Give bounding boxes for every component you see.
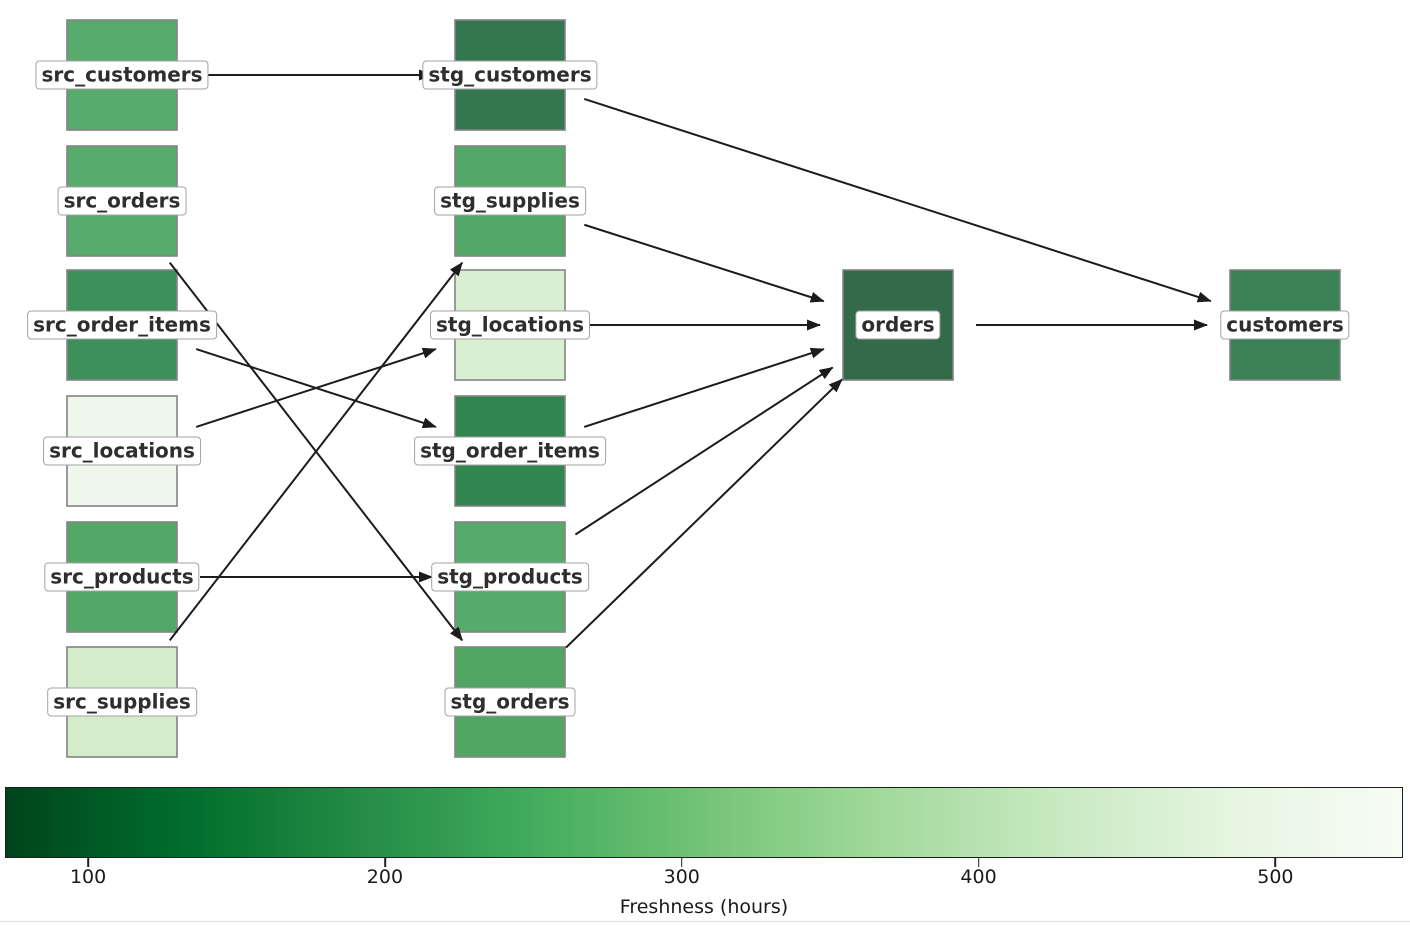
colorbar-tick-mark (680, 858, 683, 867)
colorbar-tick-label: 100 (69, 866, 107, 888)
edge-stg_products-to-orders (574, 366, 834, 536)
freshness-colorbar (5, 787, 1403, 858)
colorbar-tick-label: 200 (366, 866, 404, 888)
edge-stg_orders-to-orders (565, 378, 843, 649)
node-square-stg_order_items (454, 395, 566, 507)
edge-stg_order_items-to-orders (583, 347, 825, 428)
node-square-stg_locations (454, 269, 566, 381)
edge-src_locations-to-stg_locations (195, 347, 437, 428)
node-square-src_locations (66, 395, 178, 507)
edge-src_supplies-to-stg_supplies (168, 261, 464, 641)
node-square-stg_supplies (454, 145, 566, 257)
figure-bottom-rule (0, 921, 1410, 922)
colorbar-tick-mark (1274, 858, 1277, 867)
edge-stg_customers-to-customers (583, 97, 1212, 303)
colorbar-tick-label: 500 (1257, 866, 1294, 888)
edge-stg_supplies-to-orders (583, 223, 825, 303)
colorbar-tick-mark (384, 858, 386, 867)
node-square-src_supplies (66, 646, 178, 758)
colorbar-tick-label: 400 (960, 866, 997, 888)
node-square-stg_orders (454, 646, 566, 758)
node-square-customers (1229, 269, 1341, 381)
edges-group (168, 69, 1212, 649)
node-square-src_order_items (66, 269, 178, 381)
node-square-src_customers (66, 19, 178, 131)
colorbar-axis-label: Freshness (hours) (619, 896, 789, 918)
node-square-orders (842, 269, 954, 381)
colorbar-tick-label: 300 (663, 866, 700, 888)
node-square-stg_customers (454, 19, 566, 131)
node-square-src_products (66, 521, 178, 633)
node-square-stg_products (454, 521, 566, 633)
colorbar-tick-mark (87, 858, 89, 867)
node-square-src_orders (66, 145, 178, 257)
colorbar-tick-mark (977, 858, 980, 867)
